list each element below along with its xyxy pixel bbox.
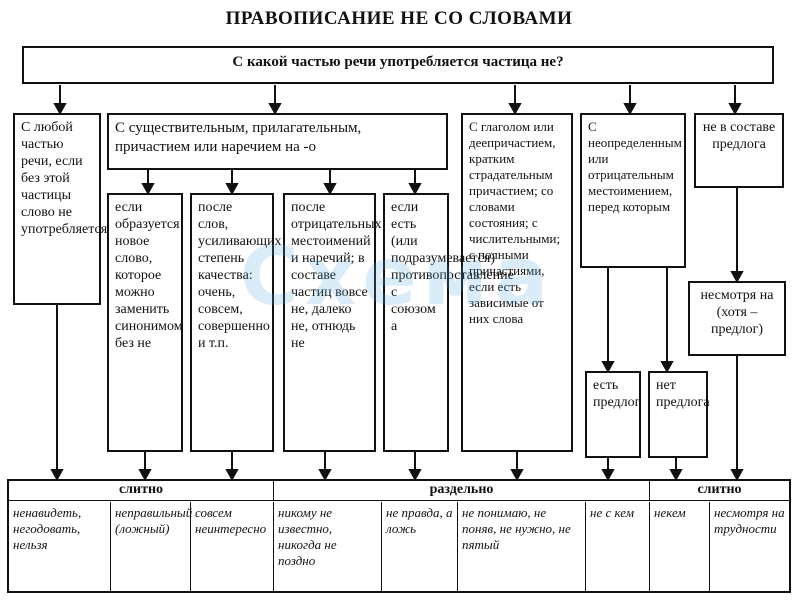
sub-nesmotrya: несмотря на (хотя – предлог): [688, 281, 786, 356]
page-title: ПРАВОПИСАНИЕ НЕ СО СЛОВАМИ: [225, 8, 573, 29]
sub-no-preposition: нет предлога: [648, 371, 710, 458]
example-cell: никому не известно, никогда не поздно: [274, 502, 382, 591]
branch-any-part-of-speech: С любой частью речи, если без этой части…: [13, 113, 107, 305]
branch-verb: С глаголом или деепричастием, кратким ст…: [461, 113, 573, 452]
example-cell: не с кем: [586, 502, 650, 591]
header-separate: раздельно: [274, 481, 650, 501]
question-box: С какой частью речи употребляется частиц…: [22, 46, 774, 84]
example-cell: несмотря на трудности: [714, 505, 785, 536]
branch-pronoun: С неопределенным или отрицательным место…: [580, 113, 686, 268]
header-together-2: слитно: [650, 481, 789, 501]
branch-noun-adjective: С существительным, прилагательным, прича…: [107, 113, 448, 170]
example-cell: не правда, а ложь: [382, 502, 458, 591]
sub-negative-pronouns: после отрицательных местоимений и наречи…: [283, 193, 382, 452]
sub-contrast: если есть (или подразумевается) противоп…: [383, 193, 514, 452]
sub-has-preposition: есть предлог: [585, 371, 641, 458]
header-together-1: слитно: [9, 481, 274, 501]
example-cell: не понимаю, не поняв, не нужно, не пятый: [458, 502, 586, 591]
example-cell: ненавидеть, негодовать, нельзя: [9, 502, 111, 591]
sub-new-word: если образуется новое слово, которое мож…: [107, 193, 183, 452]
example-cell: совсем неинтересно: [191, 502, 274, 591]
sub-intensifiers: после слов, усиливающих степень качества…: [190, 193, 282, 452]
example-cell: некем: [650, 502, 710, 591]
example-cell: неправильный (ложный): [111, 502, 192, 591]
branch-preposition: не в составе предлога: [694, 113, 784, 188]
